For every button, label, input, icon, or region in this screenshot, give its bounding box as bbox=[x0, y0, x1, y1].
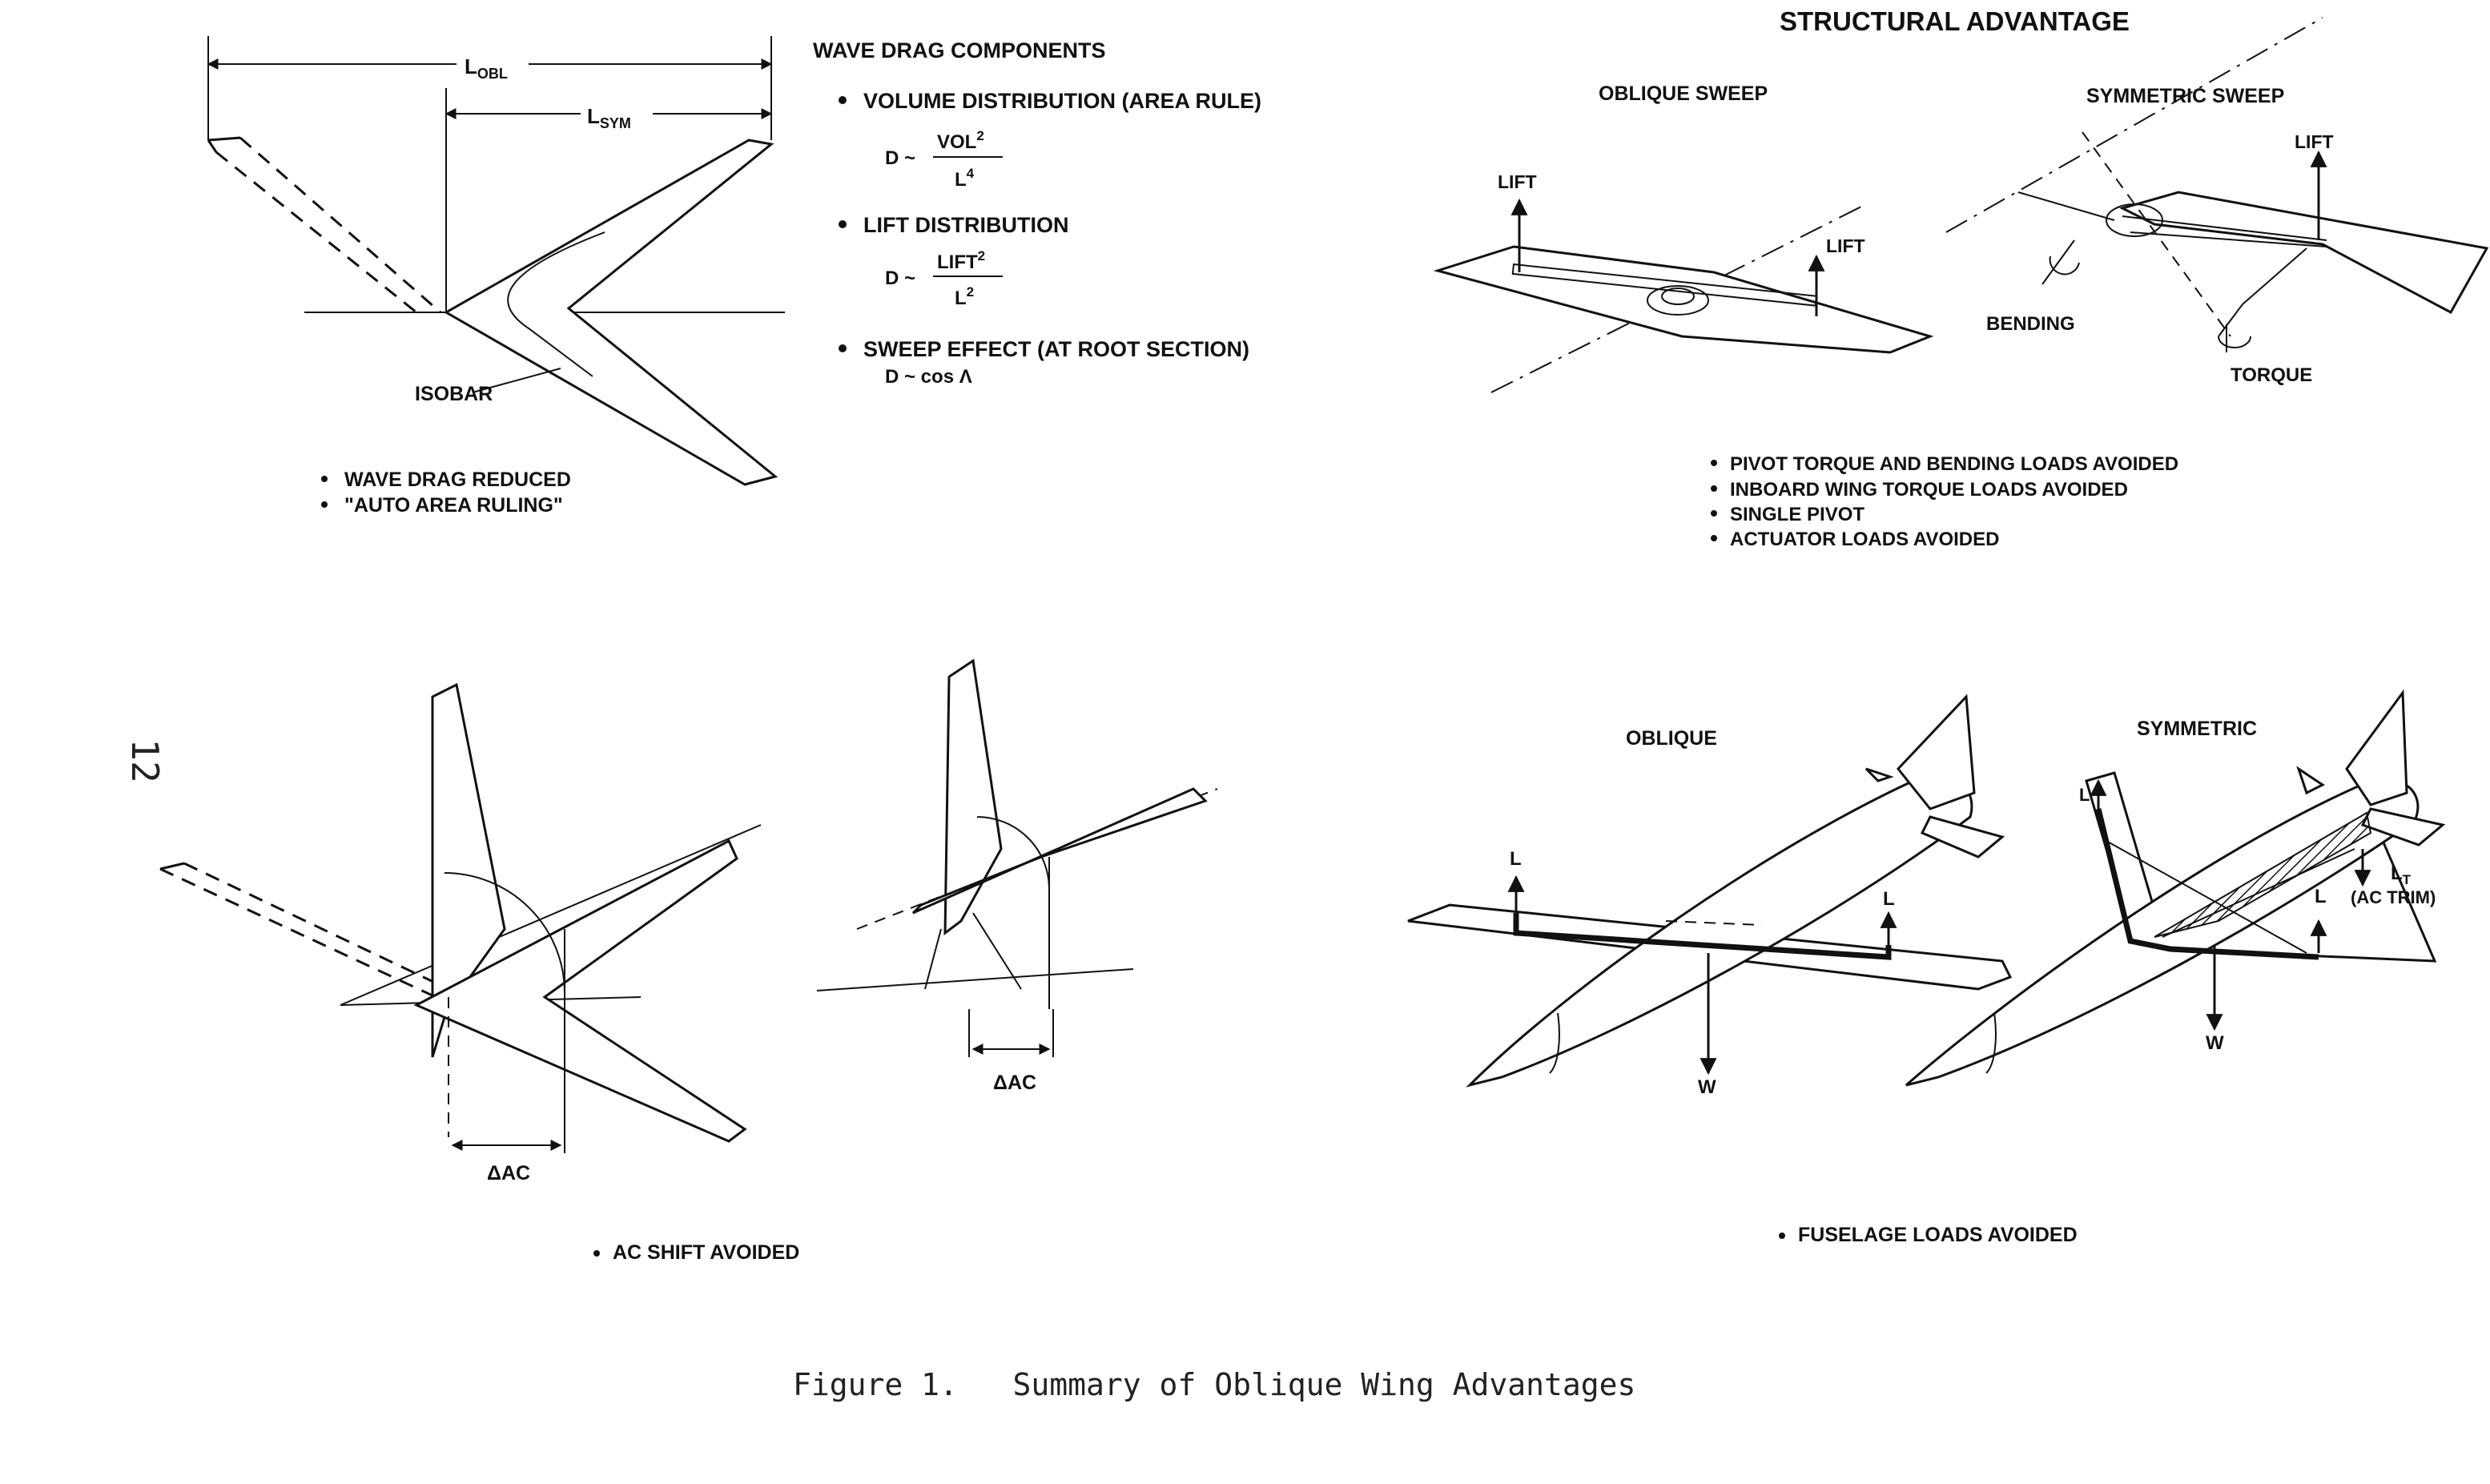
ac-shift-right-diagram bbox=[816, 658, 1218, 1057]
delta-ac-right: ΔAC bbox=[993, 1072, 1036, 1094]
bullet-fuselage-loads: FUSELAGE LOADS AVOIDED bbox=[1798, 1224, 2078, 1246]
symmetric-fuselage-diagram bbox=[1905, 689, 2446, 1087]
delta-ac-left: ΔAC bbox=[487, 1162, 530, 1184]
lift-formula-den: L2 bbox=[955, 284, 974, 309]
oblique-lift-left: LIFT bbox=[1498, 171, 1537, 192]
wave-drag-bullets: WAVE DRAG REDUCED "AUTO AREA RULING" bbox=[321, 469, 571, 517]
symmetric-lift: LIFT bbox=[2295, 131, 2334, 152]
bullet-actuator-loads: ACTUATOR LOADS AVOIDED bbox=[1730, 529, 1999, 550]
lift-formula-lhs: D ~ bbox=[885, 267, 915, 289]
oblique-fuselage-diagram bbox=[1407, 694, 2013, 1088]
dim-sym-label: LSYM bbox=[587, 104, 631, 131]
ac-trim-label: (AC TRIM) bbox=[2351, 887, 2436, 907]
dim-obl-label: LOBL bbox=[465, 54, 508, 82]
symmetric-sweep-diagram bbox=[1945, 17, 2489, 352]
bending-label: BENDING bbox=[1986, 313, 2075, 335]
wave-drag-components-title: WAVE DRAG COMPONENTS bbox=[813, 38, 1106, 62]
bullet-auto-area-ruling: "AUTO AREA RULING" bbox=[344, 494, 563, 517]
isobar-label: ISOBAR bbox=[415, 383, 493, 405]
volume-distribution-label: VOLUME DISTRIBUTION (AREA RULE) bbox=[863, 89, 1261, 113]
structural-bullets: PIVOT TORQUE AND BENDING LOADS AVOIDED I… bbox=[1711, 453, 2178, 550]
sweep-formula: D ~ cos Λ bbox=[885, 366, 972, 388]
bullet-single-pivot: SINGLE PIVOT bbox=[1730, 504, 1864, 525]
oblique-sweep-title: OBLIQUE SWEEP bbox=[1599, 82, 1768, 105]
oblique-fuselage-title: OBLIQUE bbox=[1626, 727, 1717, 750]
symmetric-fuselage-title: SYMMETRIC bbox=[2137, 718, 2257, 740]
wave-drag-diagram bbox=[207, 36, 785, 486]
volume-formula-lhs: D ~ bbox=[885, 147, 915, 169]
volume-formula-num: VOL2 bbox=[937, 128, 984, 153]
bullet-inboard-wing: INBOARD WING TORQUE LOADS AVOIDED bbox=[1730, 479, 2128, 501]
symmetric-l-left: L bbox=[2079, 785, 2090, 805]
lift-distribution-label: LIFT DISTRIBUTION bbox=[863, 213, 1068, 237]
page-number: 12 bbox=[123, 738, 167, 782]
figure-caption: Figure 1. Summary of Oblique Wing Advant… bbox=[793, 1367, 1635, 1402]
bullet-wave-drag-reduced: WAVE DRAG REDUCED bbox=[344, 469, 571, 491]
bullet-pivot-torque: PIVOT TORQUE AND BENDING LOADS AVOIDED bbox=[1730, 453, 2178, 475]
bullet-ac-shift-avoided: AC SHIFT AVOIDED bbox=[613, 1241, 799, 1264]
volume-formula-den: L4 bbox=[955, 166, 975, 191]
sweep-effect-label: SWEEP EFFECT (AT ROOT SECTION) bbox=[863, 337, 1249, 361]
torque-label: TORQUE bbox=[2231, 364, 2312, 386]
symmetric-l-right: L bbox=[2315, 886, 2327, 907]
oblique-w: W bbox=[1698, 1076, 1716, 1098]
ac-shift-left-diagram bbox=[159, 682, 762, 1153]
oblique-l-right: L bbox=[1883, 888, 1895, 910]
symmetric-w: W bbox=[2206, 1032, 2224, 1054]
oblique-lift-right: LIFT bbox=[1826, 235, 1865, 256]
oblique-l-left: L bbox=[1510, 848, 1522, 870]
lt-label: LT bbox=[2391, 863, 2412, 887]
oblique-sweep-diagram bbox=[1433, 198, 1934, 393]
structural-advantage-title: STRUCTURAL ADVANTAGE bbox=[1780, 6, 2130, 36]
lift-formula-num: LIFT2 bbox=[937, 248, 985, 273]
wave-drag-components: WAVE DRAG COMPONENTS VOLUME DISTRIBUTION… bbox=[813, 38, 1261, 388]
